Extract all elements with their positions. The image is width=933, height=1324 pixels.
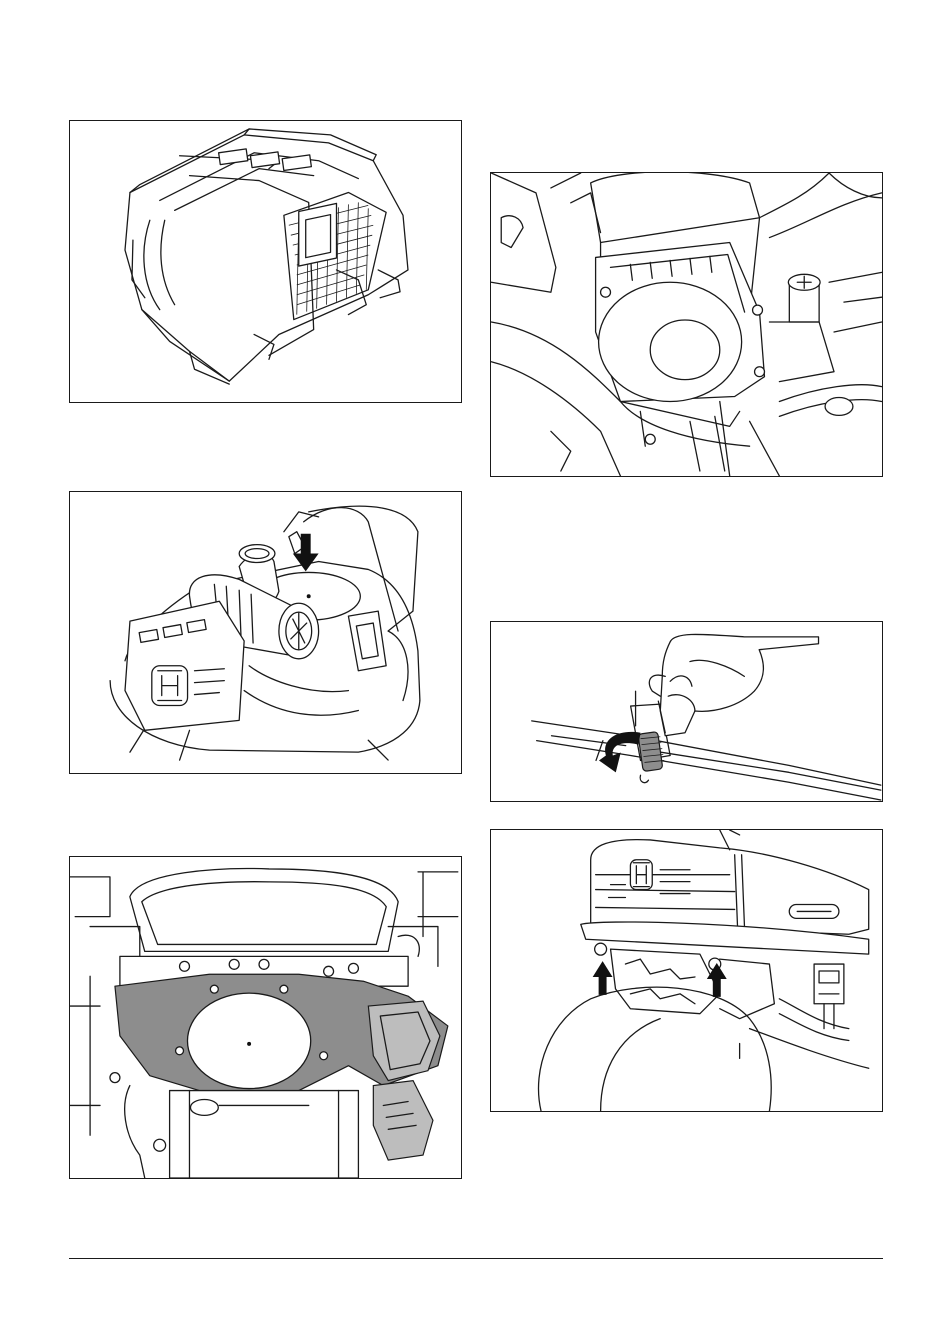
figure-air-filter-housing <box>490 172 883 477</box>
figure-air-filter-cover <box>69 491 462 774</box>
figure-front-panel <box>490 829 883 1112</box>
figure-hose-clamp <box>490 621 883 802</box>
footer-rule <box>69 1258 883 1259</box>
air-filter-cover-arrow-icon <box>70 492 461 773</box>
hose-clamp-rotate-icon <box>491 622 882 801</box>
front-panel-lift-arrows-icon <box>491 830 882 1111</box>
air-filter-housing-icon <box>491 173 882 476</box>
figure-engine-cover <box>69 120 462 403</box>
engine-cover-icon <box>70 121 461 402</box>
figure-engine-shroud <box>69 856 462 1179</box>
engine-shroud-grey-icon <box>70 857 461 1178</box>
